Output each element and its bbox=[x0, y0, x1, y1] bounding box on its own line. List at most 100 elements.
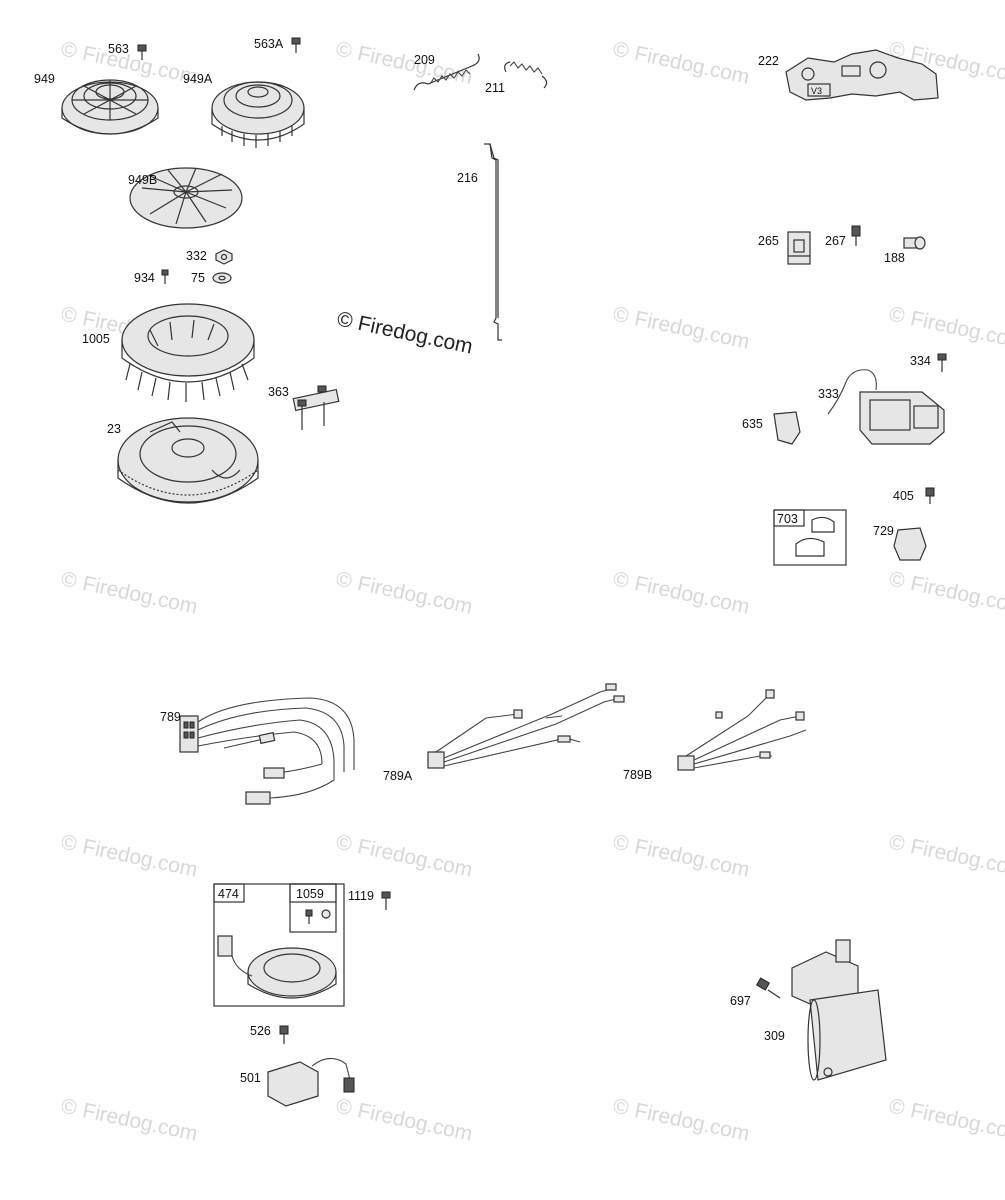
label-363: 363 bbox=[268, 385, 289, 399]
label-188: 188 bbox=[884, 251, 905, 265]
svg-text:Firedog.com: Firedog.com bbox=[632, 1099, 751, 1146]
svg-text:©: © bbox=[887, 302, 907, 328]
part-563a-screw[interactable] bbox=[291, 37, 301, 53]
part-949a-screen[interactable] bbox=[211, 81, 305, 148]
part-563-screw[interactable] bbox=[137, 44, 147, 60]
svg-text:©: © bbox=[611, 302, 631, 328]
label-333: 333 bbox=[818, 387, 839, 401]
svg-text:Firedog.com: Firedog.com bbox=[632, 42, 751, 89]
label-635: 635 bbox=[742, 417, 763, 431]
part-501-regulator[interactable] bbox=[267, 1057, 355, 1107]
svg-text:©: © bbox=[611, 37, 631, 63]
label-703: 703 bbox=[777, 512, 798, 526]
kit-box-474[interactable] bbox=[213, 883, 345, 1007]
label-1119: 1119 bbox=[348, 889, 374, 903]
watermark: ©Firedog.com bbox=[59, 567, 199, 618]
svg-text:Firedog.com: Firedog.com bbox=[908, 572, 1005, 619]
part-209-spring[interactable] bbox=[413, 53, 480, 91]
svg-text:©: © bbox=[611, 567, 631, 593]
label-222: 222 bbox=[758, 54, 779, 68]
part-1005-flywheel-fan[interactable] bbox=[121, 303, 255, 402]
part-333-armature[interactable] bbox=[827, 369, 945, 445]
svg-text:Firedog.com: Firedog.com bbox=[908, 835, 1005, 882]
part-332-nut[interactable] bbox=[215, 249, 233, 265]
svg-text:©: © bbox=[887, 1094, 907, 1120]
part-405-screw[interactable] bbox=[925, 487, 935, 504]
part-729-terminal-cap[interactable] bbox=[893, 527, 927, 561]
watermark: ©Firedog.com bbox=[334, 37, 474, 88]
label-563: 563 bbox=[108, 42, 129, 56]
watermark: ©Firedog.com bbox=[59, 37, 199, 88]
part-697-screw[interactable] bbox=[755, 977, 781, 999]
watermark: ©Firedog.com bbox=[334, 830, 474, 881]
label-949: 949 bbox=[34, 72, 55, 86]
part-474-alternator-stator[interactable] bbox=[217, 935, 337, 999]
svg-text:Firedog.com: Firedog.com bbox=[632, 835, 751, 882]
watermark: ©Firedog.com bbox=[611, 830, 751, 881]
svg-text:©: © bbox=[611, 830, 631, 856]
label-209: 209 bbox=[414, 53, 435, 67]
svg-text:©: © bbox=[334, 830, 354, 856]
label-697: 697 bbox=[730, 994, 751, 1008]
kit-box-703[interactable] bbox=[773, 509, 847, 566]
watermark: ©Firedog.com bbox=[334, 567, 474, 618]
part-363-clamp[interactable] bbox=[292, 385, 340, 430]
part-265-bracket[interactable] bbox=[787, 231, 811, 265]
part-216-governor-link[interactable] bbox=[484, 143, 502, 341]
part-188-screw[interactable] bbox=[903, 236, 926, 250]
label-789a: 789A bbox=[383, 769, 413, 783]
part-526-screw[interactable] bbox=[279, 1025, 289, 1044]
label-1005: 1005 bbox=[82, 332, 110, 346]
label-526: 526 bbox=[250, 1024, 271, 1038]
label-789: 789 bbox=[160, 710, 181, 724]
svg-text:Firedog.com: Firedog.com bbox=[355, 1099, 474, 1146]
svg-text:©: © bbox=[334, 37, 354, 63]
svg-text:Firedog.com: Firedog.com bbox=[355, 835, 474, 882]
svg-text:Firedog.com: Firedog.com bbox=[908, 307, 1005, 354]
label-949a: 949A bbox=[183, 72, 213, 86]
watermark: ©Firedog.com bbox=[334, 1094, 474, 1145]
watermark: ©Firedog.com bbox=[611, 37, 751, 88]
svg-text:©: © bbox=[59, 37, 79, 63]
part-309-starter-motor[interactable] bbox=[791, 939, 887, 1081]
part-267-screw[interactable] bbox=[851, 225, 861, 246]
part-789-wire-harness[interactable] bbox=[179, 697, 355, 805]
part-23-flywheel[interactable] bbox=[117, 417, 259, 504]
part-222-governor-bracket[interactable] bbox=[785, 49, 939, 101]
svg-text:©: © bbox=[59, 1094, 79, 1120]
watermark: ©Firedog.com bbox=[887, 830, 1005, 881]
watermark: ©Firedog.com bbox=[59, 1094, 199, 1145]
svg-text:©: © bbox=[334, 567, 354, 593]
label-334: 334 bbox=[910, 354, 931, 368]
svg-text:©: © bbox=[334, 1094, 354, 1120]
part-949b-fan-screen[interactable] bbox=[129, 167, 243, 229]
watermark: ©Firedog.com bbox=[611, 567, 751, 618]
part-334-screw[interactable] bbox=[937, 353, 947, 372]
decal-v3: V3 bbox=[811, 86, 822, 96]
part-949-rotating-screen[interactable] bbox=[61, 79, 159, 135]
svg-text:©: © bbox=[887, 567, 907, 593]
svg-text:Firedog.com: Firedog.com bbox=[632, 307, 751, 354]
watermark: ©Firedog.com bbox=[611, 302, 751, 353]
part-934-screw[interactable] bbox=[161, 269, 169, 284]
svg-text:Firedog.com: Firedog.com bbox=[355, 572, 474, 619]
part-75-washer[interactable] bbox=[212, 272, 232, 284]
label-75: 75 bbox=[191, 271, 205, 285]
svg-text:Firedog.com: Firedog.com bbox=[80, 1099, 199, 1146]
label-267: 267 bbox=[825, 234, 846, 248]
label-216: 216 bbox=[457, 171, 478, 185]
label-211: 211 bbox=[485, 81, 505, 95]
part-1119-screw[interactable] bbox=[381, 891, 391, 910]
svg-text:Firedog.com: Firedog.com bbox=[908, 1099, 1005, 1146]
part-635-spark-plug-boot[interactable] bbox=[773, 411, 801, 445]
label-23: 23 bbox=[107, 422, 121, 436]
part-211-spring[interactable] bbox=[504, 61, 548, 89]
part-789b-wire-harness[interactable] bbox=[677, 689, 807, 771]
label-934: 934 bbox=[134, 271, 155, 285]
part-1059-hardware[interactable] bbox=[305, 909, 331, 924]
svg-text:©: © bbox=[887, 830, 907, 856]
part-789a-wire-harness[interactable] bbox=[427, 683, 625, 769]
label-729: 729 bbox=[873, 524, 894, 538]
label-405: 405 bbox=[893, 489, 914, 503]
